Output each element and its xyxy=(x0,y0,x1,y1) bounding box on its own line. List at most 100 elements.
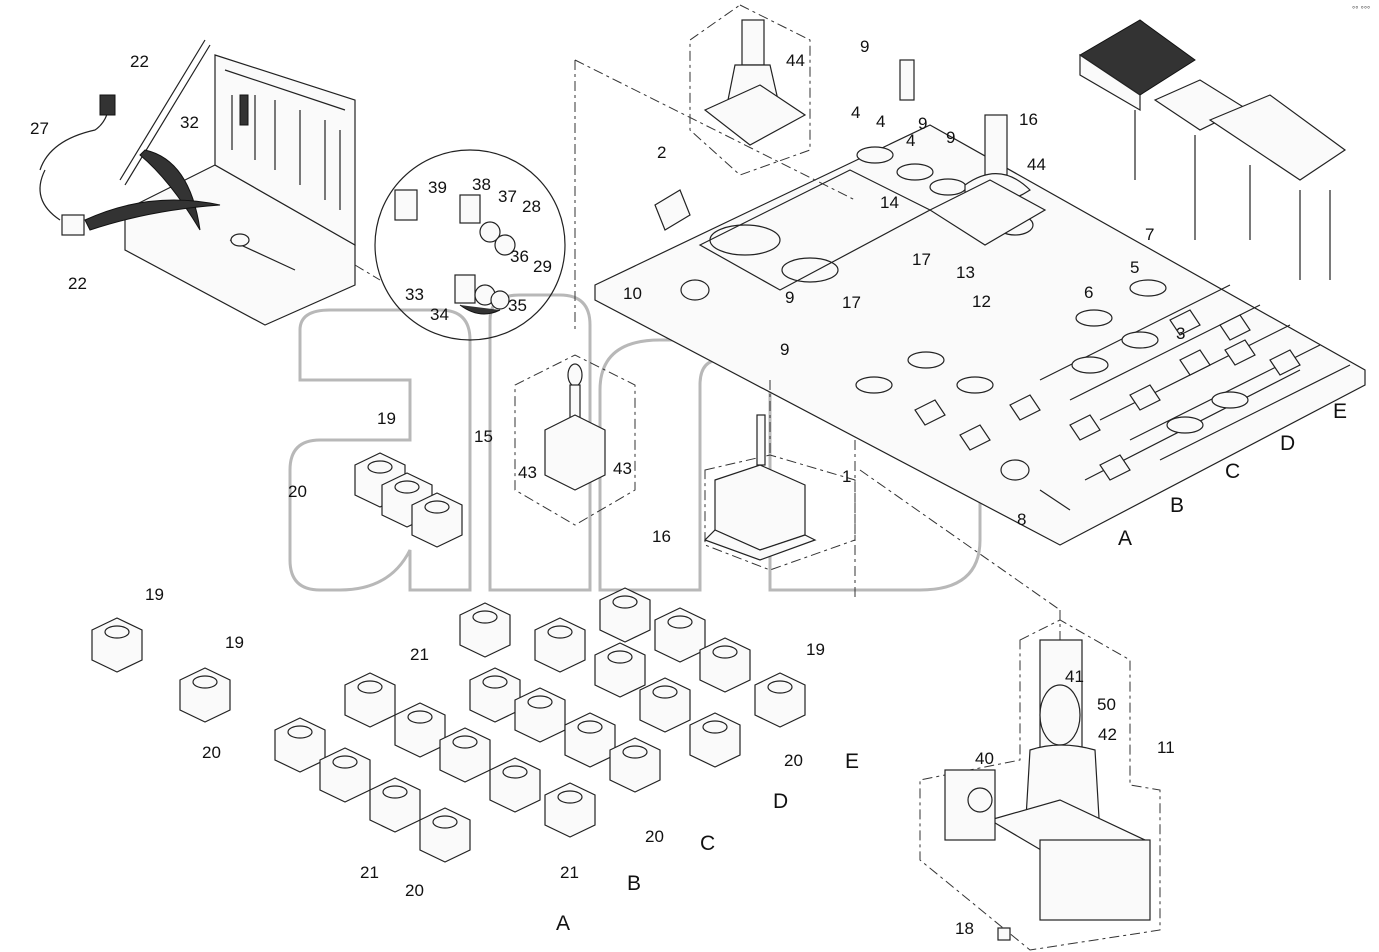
contact-block xyxy=(639,677,691,733)
contact-blocks xyxy=(91,452,806,863)
contact-block xyxy=(459,602,511,658)
callout-12: 12 xyxy=(972,292,991,311)
callout-6: 6 xyxy=(1084,283,1093,302)
callout-20b: 20 xyxy=(202,743,221,762)
contact-block xyxy=(469,667,521,723)
callout-29: 29 xyxy=(533,257,552,276)
callout-19a: 19 xyxy=(377,409,396,428)
callout-2-top: 2 xyxy=(657,143,666,162)
callout-3: 3 xyxy=(1176,324,1185,343)
control-cabinet xyxy=(39,39,356,326)
callout-16-top: 16 xyxy=(1019,110,1038,129)
joystick-15 xyxy=(514,354,636,526)
callout-35: 35 xyxy=(508,296,527,315)
contact-block xyxy=(754,672,806,728)
callout-37: 37 xyxy=(498,187,517,206)
callout-27: 27 xyxy=(30,119,49,138)
contact-block xyxy=(594,642,646,698)
callout-17b: 17 xyxy=(842,293,861,312)
joystick-11 xyxy=(919,619,1161,951)
callout-17a: 17 xyxy=(912,250,931,269)
callout-39: 39 xyxy=(428,178,447,197)
callout-4b: 4 xyxy=(876,112,885,131)
callout-22: 22 xyxy=(130,52,149,71)
callout-15: 15 xyxy=(474,427,493,446)
contact-block xyxy=(91,617,143,673)
callout-9a: 9 xyxy=(918,114,927,133)
contact-block xyxy=(179,667,231,723)
callout-14: 14 xyxy=(880,193,899,212)
joystick-right-44 xyxy=(928,114,1047,246)
joystick-top-44 xyxy=(689,4,811,176)
contact-block xyxy=(534,617,586,673)
callout-5: 5 xyxy=(1130,258,1139,277)
callout-34: 34 xyxy=(430,305,449,324)
contact-block xyxy=(699,637,751,693)
callout-36: 36 xyxy=(510,247,529,266)
callout-43b: 43 xyxy=(613,459,632,478)
corner-mark: °° °°° xyxy=(1352,5,1370,14)
lower-col-d: D xyxy=(773,790,788,813)
panel-column-letters: A B C D E xyxy=(1118,400,1347,550)
callout-4a: 4 xyxy=(851,103,860,122)
callout-21b: 21 xyxy=(360,863,379,882)
callout-50: 50 xyxy=(1097,695,1116,714)
callout-33: 33 xyxy=(405,285,424,304)
callout-21c: 21 xyxy=(560,863,579,882)
panel-col-b: B xyxy=(1170,494,1184,517)
contact-block xyxy=(369,777,421,833)
lower-col-a: A xyxy=(556,912,570,935)
contact-block xyxy=(274,717,326,773)
panel-col-a: A xyxy=(1118,527,1132,550)
lower-col-c: C xyxy=(700,832,715,855)
callout-1: 1 xyxy=(842,467,851,486)
callout-labels: 22 27 32 22 39 38 37 28 36 29 33 34 35 2… xyxy=(30,37,1185,938)
callout-21a: 21 xyxy=(410,645,429,664)
panel-col-e: E xyxy=(1333,400,1347,423)
callout-20c: 20 xyxy=(784,751,803,770)
lower-col-e: E xyxy=(845,750,859,773)
contact-block xyxy=(544,782,596,838)
part-9-top xyxy=(899,59,915,101)
callout-18: 18 xyxy=(955,919,974,938)
callout-16-mid: 16 xyxy=(652,527,671,546)
contact-block xyxy=(319,747,371,803)
callout-9c: 9 xyxy=(785,288,794,307)
contact-block xyxy=(564,712,616,768)
contact-block xyxy=(411,492,463,548)
joystick-16-mid xyxy=(703,414,856,571)
lower-col-b: B xyxy=(627,872,641,895)
contact-block xyxy=(439,727,491,783)
contact-block xyxy=(489,757,541,813)
lower-column-letters: A B C D E xyxy=(556,750,859,935)
callout-9b: 9 xyxy=(946,128,955,147)
callout-22b: 22 xyxy=(68,274,87,293)
callout-38: 38 xyxy=(472,175,491,194)
panel-col-d: D xyxy=(1280,432,1295,455)
callout-40: 40 xyxy=(975,749,994,768)
callout-7: 7 xyxy=(1145,225,1154,244)
selector-switch-2 xyxy=(654,189,691,231)
callout-9-top: 9 xyxy=(860,37,869,56)
callout-19c: 19 xyxy=(225,633,244,652)
pedal-panels xyxy=(1079,19,1347,280)
callout-32: 32 xyxy=(180,113,199,132)
callout-44-right: 44 xyxy=(1027,155,1046,174)
callout-20a: 20 xyxy=(288,482,307,501)
callout-20d: 20 xyxy=(645,827,664,846)
contact-block xyxy=(599,587,651,643)
part-10 xyxy=(680,279,710,301)
callout-11: 11 xyxy=(1157,738,1175,757)
panel-col-c: C xyxy=(1225,460,1240,483)
contact-block xyxy=(514,687,566,743)
callout-42: 42 xyxy=(1098,725,1117,744)
callout-9d: 9 xyxy=(780,340,789,359)
callout-8: 8 xyxy=(1017,510,1026,529)
contact-block xyxy=(344,672,396,728)
callout-28: 28 xyxy=(522,197,541,216)
connector-detail-circle xyxy=(354,149,566,341)
contact-block xyxy=(609,737,661,793)
callout-19b: 19 xyxy=(145,585,164,604)
